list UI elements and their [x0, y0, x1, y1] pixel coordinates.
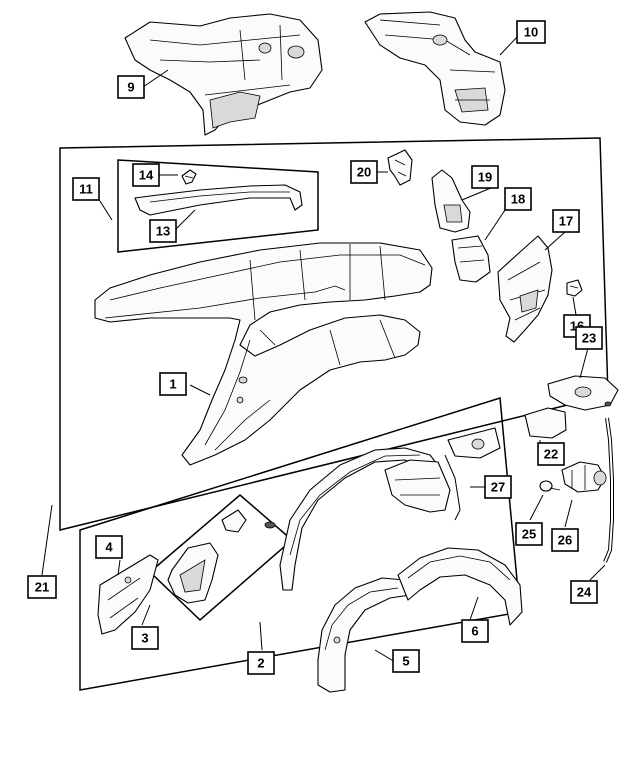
part-23-fuel-filler-housing — [547, 375, 619, 411]
callout-10: 10 — [516, 20, 546, 44]
part-17-panel — [497, 235, 553, 343]
svg-text:22: 22 — [544, 447, 558, 462]
svg-text:1: 1 — [169, 377, 176, 392]
part-25-fastener — [539, 480, 561, 492]
leader-lines — [41, 34, 606, 663]
part-3-bracket — [167, 509, 276, 604]
callout-19: 19 — [471, 165, 499, 189]
part-14-clip — [181, 169, 197, 185]
callout-2: 2 — [247, 651, 275, 675]
callout-11: 11 — [72, 177, 100, 201]
svg-text:5: 5 — [402, 654, 409, 669]
svg-text:10: 10 — [524, 25, 538, 40]
svg-text:13: 13 — [156, 224, 170, 239]
svg-text:18: 18 — [511, 192, 525, 207]
part-20-bracket — [387, 149, 413, 186]
svg-text:14: 14 — [139, 168, 154, 183]
callout-14: 14 — [132, 163, 160, 187]
roof-rail-group-frame — [117, 159, 319, 253]
svg-text:11: 11 — [79, 182, 93, 197]
callout-21: 21 — [27, 575, 57, 599]
part-26-actuator — [561, 461, 607, 493]
svg-text:27: 27 — [491, 480, 505, 495]
part-18-reinforcement — [451, 235, 491, 283]
svg-text:9: 9 — [127, 80, 134, 95]
callout-1: 1 — [159, 372, 187, 396]
part-9-quarter-inner-panel — [124, 13, 323, 136]
part-10-quarter-inner-panel — [364, 11, 506, 126]
callout-24: 24 — [570, 580, 598, 604]
callout-20: 20 — [350, 160, 378, 184]
callout-5: 5 — [392, 649, 420, 673]
svg-text:2: 2 — [257, 656, 264, 671]
svg-text:25: 25 — [522, 527, 536, 542]
part-1-quarter-panel — [94, 242, 433, 466]
svg-text:6: 6 — [471, 624, 478, 639]
svg-text:26: 26 — [558, 533, 572, 548]
part-13-roof-rail — [134, 184, 303, 216]
svg-text:23: 23 — [582, 331, 596, 346]
svg-text:4: 4 — [105, 540, 113, 555]
callout-3: 3 — [131, 626, 159, 650]
callout-13: 13 — [149, 219, 177, 243]
part-16-clip — [566, 279, 583, 297]
part-19-reinforcement — [431, 169, 471, 233]
part-3-group-frame — [148, 494, 294, 622]
part-22-fuel-door — [524, 407, 567, 439]
svg-text:19: 19 — [478, 170, 492, 185]
callout-23: 23 — [575, 326, 603, 350]
callout-4: 4 — [95, 535, 123, 559]
svg-text:3: 3 — [141, 631, 148, 646]
part-4-splash-shield — [97, 554, 159, 635]
part-2-wheelhouse — [279, 447, 451, 591]
svg-text:21: 21 — [35, 580, 49, 595]
part-27-bracket — [444, 427, 501, 521]
callout-25: 25 — [515, 522, 543, 546]
callout-9: 9 — [117, 75, 145, 99]
part-6-wheel-liner — [397, 547, 523, 626]
callout-6: 6 — [461, 619, 489, 643]
callout-22: 22 — [537, 442, 565, 466]
callout-27: 27 — [484, 475, 512, 499]
svg-text:20: 20 — [357, 165, 371, 180]
part-5-wheel-liner — [317, 577, 411, 693]
callout-26: 26 — [551, 528, 579, 552]
callout-17: 17 — [552, 209, 580, 233]
svg-text:17: 17 — [559, 214, 573, 229]
svg-text:24: 24 — [577, 585, 592, 600]
callout-18: 18 — [504, 187, 532, 211]
